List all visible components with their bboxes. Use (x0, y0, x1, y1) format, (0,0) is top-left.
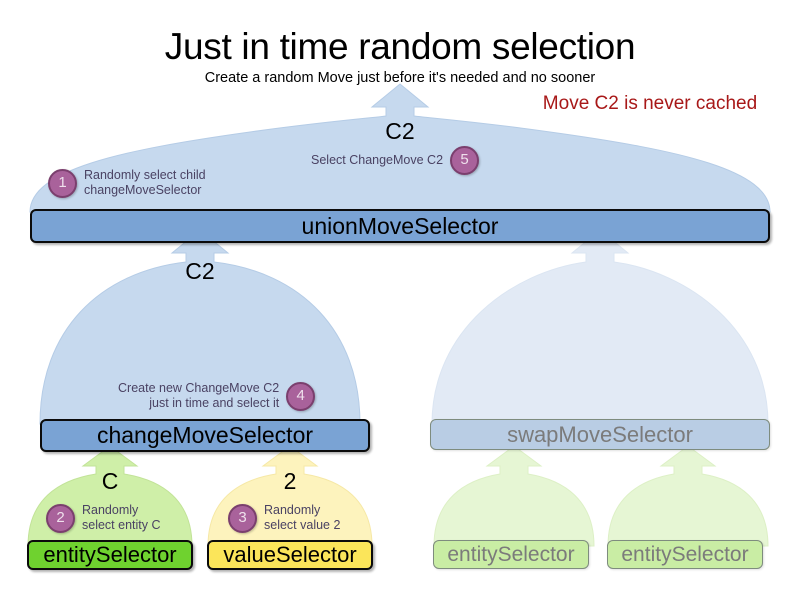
step-badge-3: 3 (228, 503, 257, 533)
step-badge-5: 5 (450, 146, 480, 175)
arrow-entity-swap-b-to-swap (607, 445, 769, 547)
node-value-selector-change[interactable]: valueSelector (207, 540, 373, 570)
arrow-union-output (29, 83, 771, 213)
arrow-entity-swap-a-to-swap (433, 445, 595, 547)
step-badge-4: 4 (286, 381, 316, 411)
step-annotation-5: 5 Select ChangeMove C2 (311, 146, 480, 175)
step-badge-2: 2 (46, 503, 75, 533)
payload-label-value-output: 2 (283, 468, 297, 494)
payload-label-entity-output: C (101, 468, 119, 494)
node-swap-move-selector[interactable]: swapMoveSelector (430, 419, 770, 450)
payload-label-change-output: C2 (185, 258, 215, 284)
never-cached-callout: Move C2 is never cached (542, 93, 758, 114)
step-badge-1: 1 (48, 168, 77, 198)
node-entity-selector-swap-a[interactable]: entitySelector (433, 540, 589, 569)
node-entity-selector-swap-b[interactable]: entitySelector (607, 540, 763, 569)
node-union-move-selector[interactable]: unionMoveSelector (30, 209, 770, 243)
node-change-move-selector[interactable]: changeMoveSelector (40, 419, 370, 452)
node-entity-selector-change[interactable]: entitySelector (27, 540, 193, 570)
payload-label-union-output: C2 (385, 118, 415, 144)
step-text-5: Select ChangeMove C2 (311, 152, 444, 167)
arrow-swap-to-union (431, 229, 769, 425)
page-title: Just in time random selection (164, 26, 636, 67)
page-subtitle: Create a random Move just before it's ne… (204, 70, 596, 86)
